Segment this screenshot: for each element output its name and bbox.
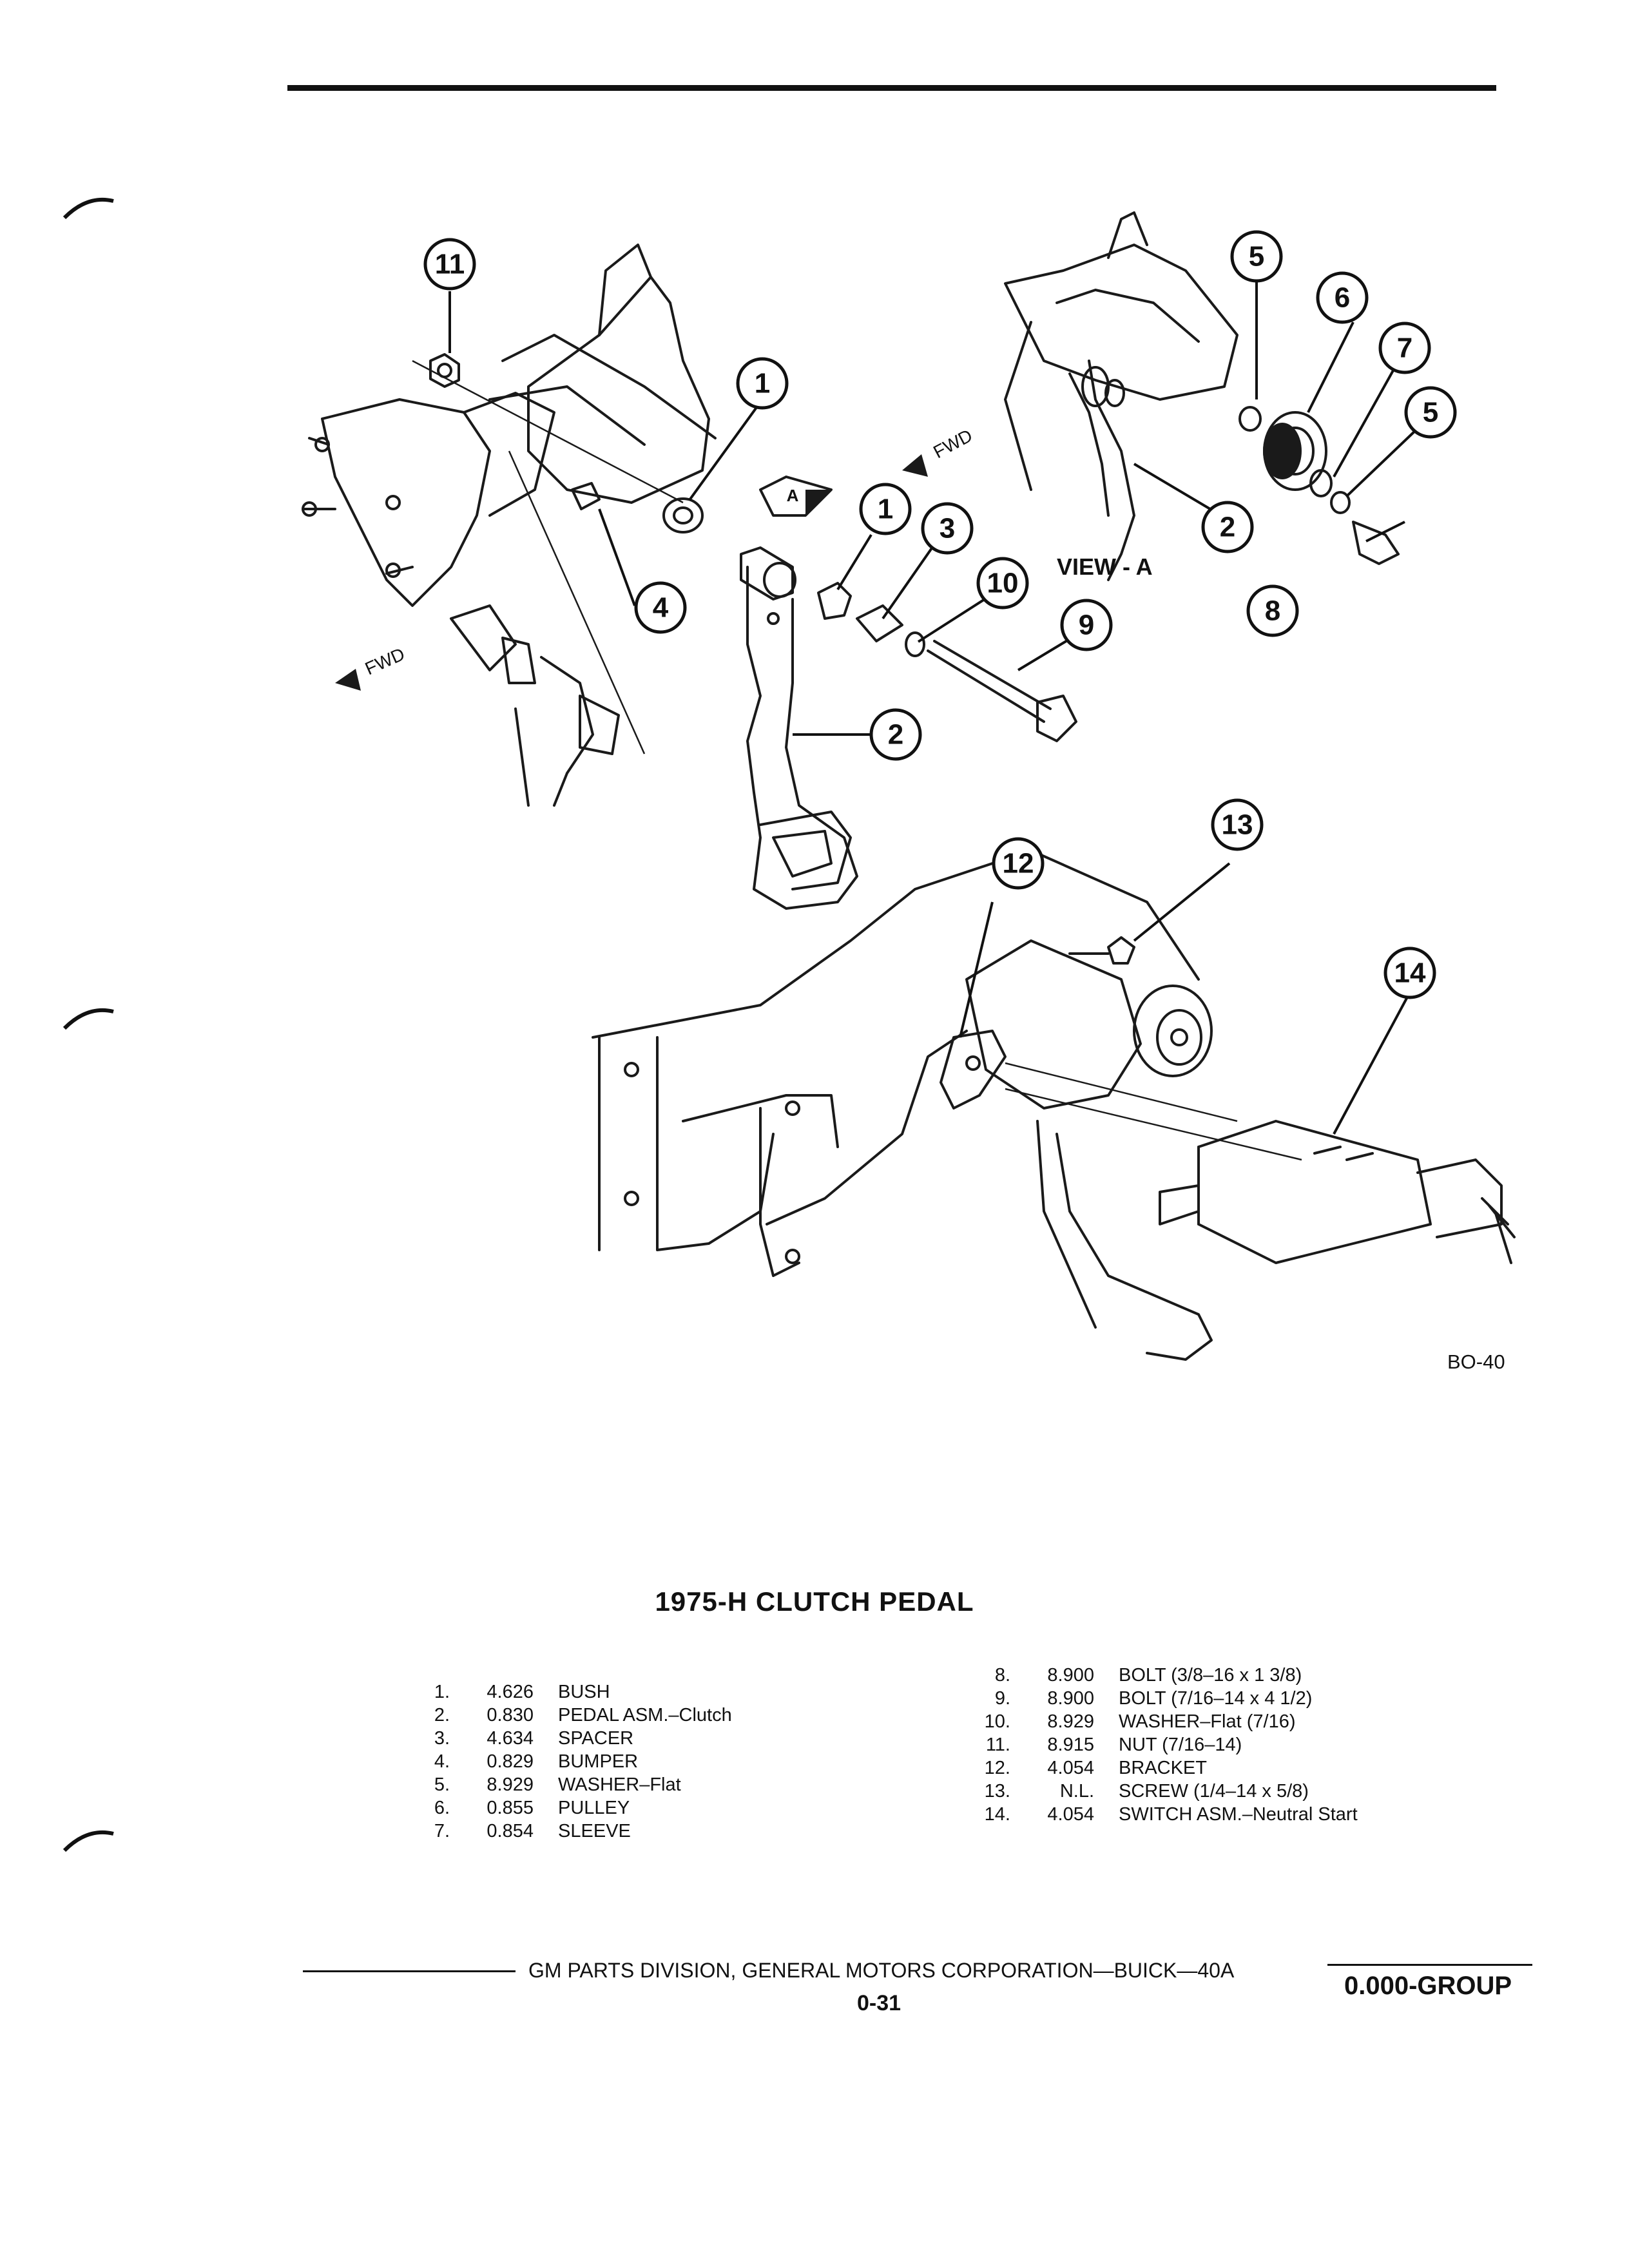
footer-rule — [1327, 1964, 1532, 1966]
footer-publisher: GM PARTS DIVISION, GENERAL MOTORS CORPOR… — [528, 1959, 1235, 1982]
clutch-pedal-assembly — [662, 497, 1077, 910]
svg-text:2: 2 — [888, 719, 903, 751]
margin-mark — [63, 1008, 114, 1030]
svg-text:10: 10 — [987, 568, 1019, 599]
svg-text:9: 9 — [1079, 610, 1094, 641]
callout-2: 2 — [869, 708, 922, 761]
callout-9: 9 — [1060, 599, 1113, 651]
svg-text:4: 4 — [653, 592, 669, 624]
group-code: 0.000-GROUP — [1344, 1972, 1512, 2000]
callout-5: 5 — [1230, 230, 1283, 283]
svg-text:FWD: FWD — [930, 425, 976, 462]
callout-14: 14 — [1383, 947, 1436, 999]
top-rule — [287, 85, 1496, 91]
callout-1: 1 — [736, 357, 789, 410]
view-a-label: VIEW - A — [1057, 553, 1153, 580]
callout-10: 10 — [976, 557, 1029, 610]
callout-13: 13 — [1211, 798, 1264, 851]
svg-text:1: 1 — [878, 494, 893, 525]
view-marker: A — [787, 486, 799, 505]
svg-text:6: 6 — [1335, 282, 1350, 314]
callout-2: 2 — [1201, 501, 1254, 553]
callout-7: 7 — [1378, 322, 1431, 374]
svg-text:14: 14 — [1394, 957, 1426, 989]
svg-text:2: 2 — [1220, 512, 1235, 543]
view-a-detail — [759, 211, 1400, 581]
parts-row: 13.N.L.SCREW (1/4–14 x 5/8) — [984, 1781, 1309, 1802]
callout-4: 4 — [634, 581, 687, 634]
callout-5: 5 — [1404, 386, 1457, 439]
footer-rule — [303, 1970, 516, 1972]
margin-mark — [63, 197, 114, 220]
svg-text:FWD: FWD — [362, 644, 408, 678]
callout-leaders — [448, 278, 1419, 1135]
svg-text:5: 5 — [1249, 241, 1264, 273]
callout-3: 3 — [921, 502, 974, 555]
page-title: 1975-H CLUTCH PEDAL — [655, 1586, 974, 1617]
svg-text:8: 8 — [1265, 595, 1280, 627]
svg-text:5: 5 — [1423, 397, 1438, 428]
svg-text:11: 11 — [435, 249, 465, 280]
fwd-arrow: FWD — [902, 425, 976, 477]
svg-text:1: 1 — [755, 368, 770, 399]
svg-text:12: 12 — [1003, 848, 1034, 879]
callout-6: 6 — [1316, 271, 1369, 324]
callout-12: 12 — [992, 837, 1045, 890]
margin-mark — [63, 1830, 114, 1852]
transmission-frame — [592, 849, 1516, 1361]
figure-code: BO-40 — [1447, 1350, 1505, 1373]
pedal-support-bracket — [302, 244, 717, 807]
svg-text:3: 3 — [940, 513, 955, 544]
exploded-parts-diagram: FWD FWD VIEW - A A — [302, 211, 1516, 1361]
callout-1: 1 — [859, 483, 912, 535]
callout-8: 8 — [1246, 584, 1299, 637]
fwd-arrow: FWD — [335, 644, 408, 691]
callout-11: 11 — [423, 238, 476, 291]
page-number: 0-31 — [857, 1991, 901, 2015]
svg-text:13: 13 — [1222, 809, 1253, 841]
svg-text:7: 7 — [1397, 332, 1412, 364]
